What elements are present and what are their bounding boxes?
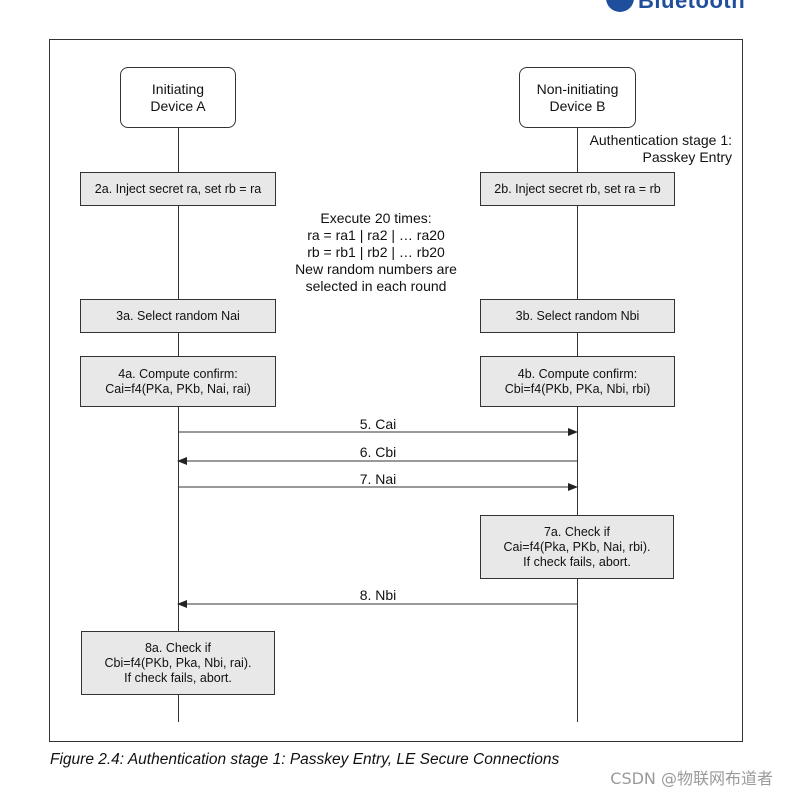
loop-note-line-2: ra = ra1 | ra2 | … ra20	[307, 227, 445, 243]
loop-note-line-3: rb = rb1 | rb2 | … rb20	[307, 244, 445, 260]
actor-device-a-line-2: Device A	[150, 97, 206, 114]
step-8a: 8a. Check if Cbi=f4(PKb, Pka, Nbi, rai).…	[81, 631, 275, 695]
step-4b-line-1: 4b. Compute confirm:	[517, 366, 638, 381]
step-4a-line-2: Cai=f4(PKa, PKb, Nai, rai)	[105, 381, 251, 396]
watermark: CSDN @物联网布道者	[610, 769, 773, 788]
lifeline-device-a	[178, 128, 179, 722]
step-3b: 3b. Select random Nbi	[480, 299, 675, 333]
step-4a: 4a. Compute confirm: Cai=f4(PKa, PKb, Na…	[80, 356, 276, 407]
step-3b-line-1: 3b. Select random Nbi	[515, 308, 640, 323]
step-4a-line-1: 4a. Compute confirm:	[118, 366, 238, 381]
actor-device-a-line-1: Initiating	[151, 80, 205, 97]
loop-note: Execute 20 times: ra = ra1 | ra2 | … ra2…	[276, 210, 476, 295]
step-4b: 4b. Compute confirm: Cbi=f4(PKb, PKa, Nb…	[480, 356, 675, 407]
bluetooth-logo-text: Bluetooth	[638, 0, 746, 13]
actor-device-b-line-2: Device B	[549, 97, 606, 114]
loop-note-line-1: Execute 20 times:	[320, 210, 432, 226]
step-2b: 2b. Inject secret rb, set ra = rb	[480, 172, 675, 206]
step-3a: 3a. Select random Nai	[80, 299, 276, 333]
step-7a-line-2: Cai=f4(Pka, PKb, Nai, rbi).	[503, 539, 651, 554]
stage-label: Authentication stage 1: Passkey Entry	[590, 132, 732, 166]
message-8-label: 8. Nbi	[359, 587, 397, 603]
diagram-frame	[49, 39, 743, 742]
message-7-label: 7. Nai	[359, 471, 397, 487]
stage-label-line-1: Authentication stage 1:	[589, 132, 732, 148]
step-7a-line-1: 7a. Check if	[543, 524, 610, 539]
actor-device-b: Non-initiating Device B	[519, 67, 636, 128]
step-2b-line-1: 2b. Inject secret rb, set ra = rb	[494, 181, 661, 196]
message-6-label: 6. Cbi	[359, 444, 397, 460]
message-5-label: 5. Cai	[359, 416, 397, 432]
step-7a: 7a. Check if Cai=f4(Pka, PKb, Nai, rbi).…	[480, 515, 674, 579]
loop-note-line-5: selected in each round	[305, 278, 447, 294]
lifeline-device-b	[577, 128, 578, 722]
step-2a-line-1: 2a. Inject secret ra, set rb = ra	[94, 181, 262, 196]
actor-device-b-line-1: Non-initiating	[536, 80, 619, 97]
step-8a-line-1: 8a. Check if	[144, 640, 211, 655]
step-4b-line-2: Cbi=f4(PKb, PKa, Nbi, rbi)	[504, 381, 651, 396]
bluetooth-logo-icon	[606, 0, 634, 12]
loop-note-line-4: New random numbers are	[295, 261, 457, 277]
step-2a: 2a. Inject secret ra, set rb = ra	[80, 172, 276, 206]
step-8a-line-2: Cbi=f4(PKb, Pka, Nbi, rai).	[104, 655, 252, 670]
step-8a-line-3: If check fails, abort.	[124, 670, 232, 685]
bluetooth-logo: Bluetooth	[606, 0, 756, 13]
actor-device-a: Initiating Device A	[120, 67, 236, 128]
figure-caption: Figure 2.4: Authentication stage 1: Pass…	[50, 751, 560, 768]
step-3a-line-1: 3a. Select random Nai	[116, 308, 240, 323]
step-7a-line-3: If check fails, abort.	[523, 554, 631, 569]
stage-label-line-2: Passkey Entry	[642, 149, 732, 165]
